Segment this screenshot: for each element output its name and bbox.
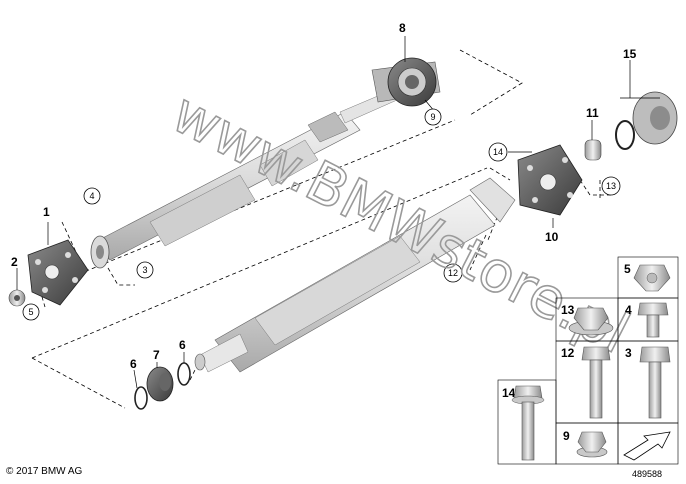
circled-callout-14: 14 [488, 142, 508, 162]
damper-7 [146, 366, 174, 402]
circled-callout-12: 12 [443, 263, 463, 283]
callout-10: 10 [545, 230, 559, 244]
circled-callout-13: 13 [601, 176, 621, 196]
svg-text:12: 12 [448, 268, 458, 278]
legend-label-9: 9 [563, 429, 570, 443]
center-bearing [371, 57, 441, 107]
hardware-legend [497, 256, 679, 465]
flange-nut-13-icon [568, 307, 614, 336]
legend-label-14: 14 [502, 386, 516, 400]
legend-label-13: 13 [561, 303, 575, 317]
direction-arrow-icon [623, 431, 671, 461]
callout-2: 2 [11, 255, 18, 269]
callout-11: 11 [586, 106, 599, 120]
legend-label-3: 3 [625, 346, 632, 360]
oring-6-left [134, 386, 148, 410]
rear-propeller-shaft [194, 177, 516, 373]
circled-callout-9: 9 [424, 108, 442, 126]
copyright-text: © 2017 BMW AG [6, 466, 83, 477]
legend-label-12: 12 [561, 346, 575, 360]
hex-nut-5-icon [633, 264, 671, 292]
circled-callout-5: 5 [22, 303, 40, 321]
front-propeller-shaft [90, 89, 398, 269]
bolt-3-icon [639, 346, 671, 419]
flange-nut-9-icon [576, 431, 608, 458]
bolt-12-icon [581, 346, 611, 419]
legend-label-4: 4 [625, 303, 632, 317]
legend-label-5: 5 [624, 262, 631, 276]
svg-text:3: 3 [142, 265, 147, 275]
svg-text:13: 13 [606, 181, 616, 191]
svg-text:14: 14 [493, 147, 503, 157]
document-number: 489588 [632, 469, 663, 479]
watermark-text: www.BMWstore.pl [162, 81, 639, 367]
callout-7: 7 [153, 348, 160, 362]
flex-disc-front [27, 239, 89, 306]
flange-bolt-14-icon [511, 385, 545, 461]
svg-text:9: 9 [430, 112, 435, 122]
bushing-11 [584, 139, 602, 161]
svg-text:5: 5 [28, 307, 33, 317]
circled-callout-4: 4 [83, 187, 101, 205]
bushing-2 [8, 289, 26, 307]
flex-disc-rear [517, 144, 583, 216]
circled-callout-3: 3 [136, 261, 154, 279]
callout-6-left: 6 [130, 357, 137, 371]
oring-6-right [177, 362, 191, 386]
callout-1: 1 [43, 205, 50, 219]
callout-15: 15 [623, 47, 637, 61]
assembly-dash-lines [31, 49, 612, 409]
callout-6-right: 6 [179, 338, 186, 352]
bolt-4-icon [637, 302, 669, 338]
oring-and-flange-15 [615, 91, 678, 150]
svg-text:4: 4 [89, 191, 94, 201]
callout-leaders [16, 36, 660, 389]
callout-8: 8 [399, 21, 406, 35]
